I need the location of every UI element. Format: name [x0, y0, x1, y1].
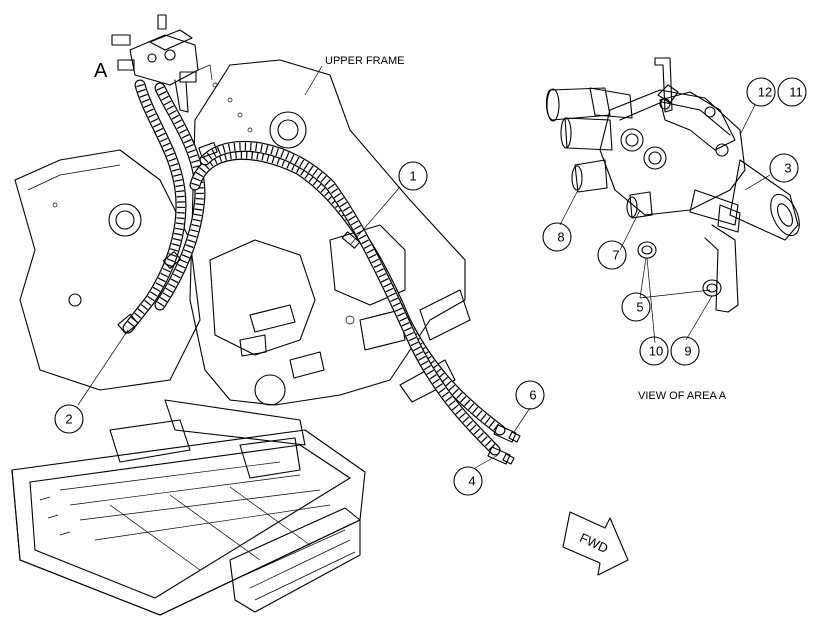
callout-6-text: 6 — [529, 388, 536, 403]
callout-8: 8 — [542, 222, 572, 252]
upper-frame — [14, 59, 471, 446]
callout-12-text: 12 — [758, 85, 772, 100]
callout-1-text: 1 — [409, 169, 416, 184]
callout-5-text: 5 — [636, 300, 643, 315]
hose-assemblies — [117, 79, 521, 465]
callout-5: 5 — [621, 292, 651, 322]
callout-2: 2 — [54, 404, 84, 434]
callout-9-text: 9 — [684, 344, 691, 359]
callout-1: 1 — [398, 161, 428, 191]
callout-8-text: 8 — [557, 230, 564, 245]
callout-6: 6 — [515, 380, 545, 410]
callout-4-text: 4 — [468, 474, 475, 489]
callout-4: 4 — [453, 466, 483, 496]
lower-platform — [11, 419, 366, 616]
callout-11: 11 — [777, 77, 807, 107]
callout-9: 9 — [670, 336, 700, 366]
callout-3-text: 3 — [784, 161, 791, 176]
area-a-valve — [111, 14, 213, 113]
callout-11-text: 11 — [789, 85, 803, 100]
upper-frame-label: UPPER FRAME — [325, 55, 404, 67]
callout-7-text: 7 — [612, 248, 619, 263]
callout-2-text: 2 — [65, 412, 72, 427]
callout-12: 12 — [746, 77, 776, 107]
enlarged-valve-view — [545, 57, 800, 313]
area-a-marker: A — [94, 60, 108, 82]
leader-lines — [77, 65, 771, 469]
view-caption: VIEW OF AREA A — [638, 390, 727, 402]
callout-7: 7 — [597, 240, 627, 270]
forward-arrow: FWD — [562, 511, 629, 576]
callout-10-text: 10 — [649, 344, 663, 359]
fwd-label: FWD — [577, 530, 610, 556]
callout-10: 10 — [639, 336, 669, 366]
callout-3: 3 — [769, 153, 799, 183]
